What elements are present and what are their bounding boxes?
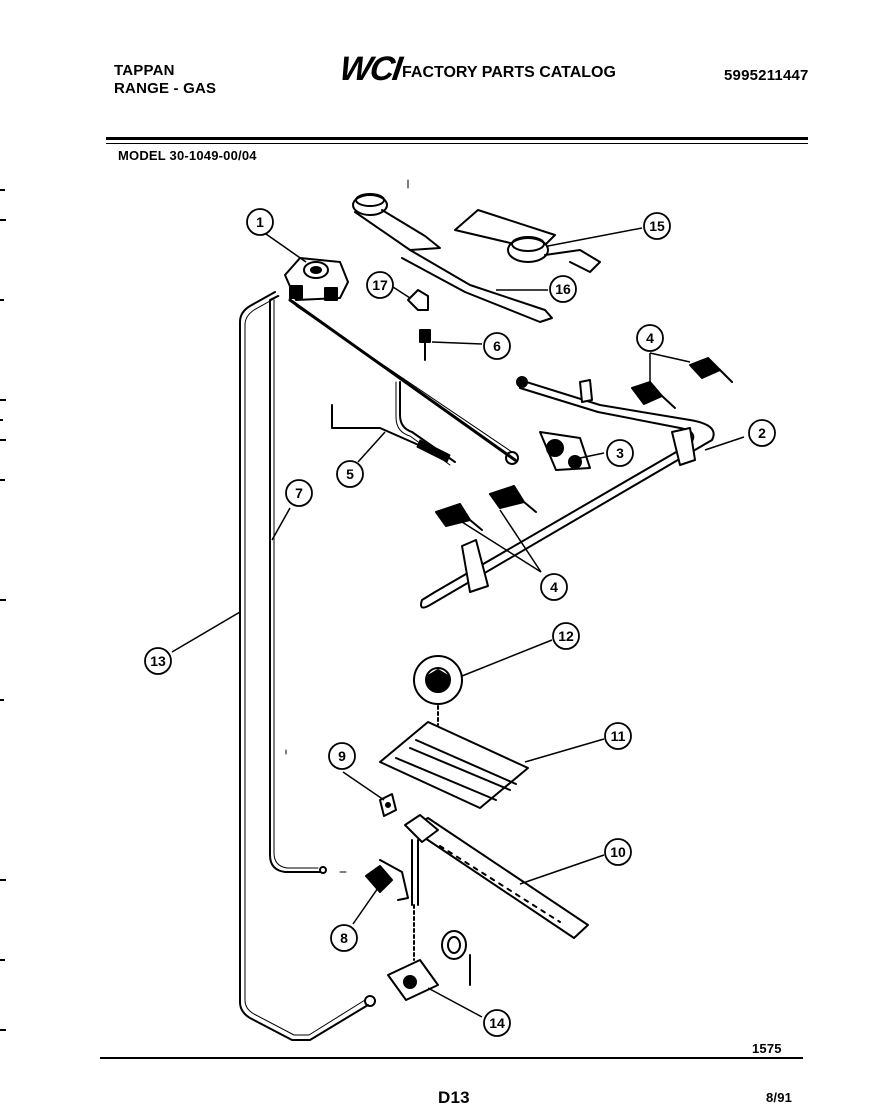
callout-14-label: 14 xyxy=(489,1015,505,1031)
part-15-burner-tube xyxy=(454,209,601,273)
callout-2-circle xyxy=(748,419,776,447)
part-8-valve xyxy=(365,859,409,901)
callout-15-circle xyxy=(643,212,671,240)
part-4-valve-lower xyxy=(435,485,537,531)
callout-9-label: 9 xyxy=(338,748,346,764)
callout-4a-circle xyxy=(636,324,664,352)
callout-15-label: 15 xyxy=(649,218,665,234)
part-2-manifold xyxy=(420,376,715,609)
scan-edge-marks xyxy=(0,189,6,1031)
callout-8-circle xyxy=(330,924,358,952)
callout-12-circle xyxy=(552,622,580,650)
callout-1-label: 1 xyxy=(256,214,264,230)
part-16-burner-tube xyxy=(352,193,553,323)
header-rule-thick xyxy=(106,137,808,140)
callout-3-circle xyxy=(606,439,634,467)
callout-16-label: 16 xyxy=(555,281,571,297)
callout-4b-circle xyxy=(540,573,568,601)
callout-4b-label: 4 xyxy=(550,579,558,595)
callout-8-label: 8 xyxy=(340,930,348,946)
callout-7-label: 7 xyxy=(295,485,303,501)
model-label: MODEL 30-1049-00/04 xyxy=(118,148,257,163)
part-1-regulator xyxy=(284,257,349,301)
callout-6-label: 6 xyxy=(493,338,501,354)
part-3-valve xyxy=(539,431,591,471)
callout-14-circle xyxy=(483,1009,511,1037)
page-code: D13 xyxy=(438,1088,470,1107)
part-4-valve-upper xyxy=(631,357,733,409)
callout-11-label: 11 xyxy=(611,728,626,744)
part-11-shield xyxy=(379,721,529,809)
callout-5-label: 5 xyxy=(346,466,354,482)
part-10-oven-burner xyxy=(404,814,589,939)
product-type: RANGE - GAS xyxy=(114,80,217,97)
callout-9-circle xyxy=(328,742,356,770)
callout-7-circle xyxy=(285,479,313,507)
part-14-valve xyxy=(387,930,471,1001)
callout-6-circle xyxy=(483,332,511,360)
catalog-title: FACTORY PARTS CATALOG xyxy=(402,64,616,81)
catalog-number: 5995211447 xyxy=(724,67,809,84)
part-5-manifold-tube xyxy=(288,298,517,462)
header-rule-thin xyxy=(106,143,808,144)
footer-rule xyxy=(100,1057,803,1059)
callout-10-label: 10 xyxy=(610,844,626,860)
callout-5-circle xyxy=(336,460,364,488)
part-17-clip xyxy=(407,289,429,311)
callout-16-circle xyxy=(549,275,577,303)
callout-2-label: 2 xyxy=(758,425,766,441)
part-12-orifice xyxy=(413,655,463,705)
callout-1-circle xyxy=(246,208,274,236)
figure-number: 1575 xyxy=(752,1041,782,1056)
revision-date: 8/91 xyxy=(766,1090,793,1105)
callout-3-label: 3 xyxy=(616,445,624,461)
callout-10-circle xyxy=(604,838,632,866)
callout-12-label: 12 xyxy=(558,628,574,644)
callout-17-circle xyxy=(366,271,394,299)
callout-13-circle xyxy=(144,647,172,675)
part-9-bracket xyxy=(379,793,397,817)
part-13-tube xyxy=(239,291,369,1041)
callout-4a-label: 4 xyxy=(646,330,654,346)
brand-name: TAPPAN xyxy=(114,62,175,79)
callout-11-circle xyxy=(604,722,632,750)
callout-13-label: 13 xyxy=(150,653,166,669)
part-7-tube xyxy=(269,295,321,873)
callout-17-label: 17 xyxy=(372,277,388,293)
part-6-fitting xyxy=(419,329,431,361)
